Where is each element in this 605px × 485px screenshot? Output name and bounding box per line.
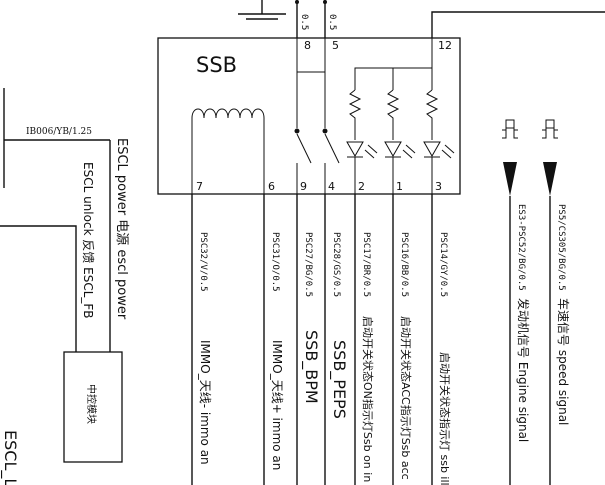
pin5-wire: 0.5 (327, 14, 337, 30)
connector-code: IB006/YB/1.25 (26, 127, 92, 137)
module-name: SSB (196, 53, 237, 77)
signal-label: 发动机信号 Engine signal (516, 298, 531, 442)
wire-code: PSC32/V/0.5 (198, 232, 208, 292)
wire-code: PSC14/GY/0.5 (438, 232, 448, 297)
resistor-icon (348, 89, 439, 140)
wire-label: SSB_PEPS (329, 340, 349, 419)
wire-label: 启动开关状态ON指示灯Ssb on in (361, 316, 375, 482)
ssb-module (157, 37, 461, 195)
signal-code: ES3-PSC52/BG/0.5 (516, 204, 526, 291)
pulse-icon (502, 119, 558, 139)
wire-label: IMMO_天线+ immo an (270, 340, 284, 470)
bottom-pin: 7 (196, 180, 203, 193)
top-pin-8: 8 (304, 39, 311, 52)
wire-label: 启动开关状态ACC指示灯Ssb acc (399, 316, 413, 480)
module-label: 中控模块 (85, 384, 98, 424)
wire-code: PSC28/GS/0.5 (331, 232, 341, 297)
switch-icon (294, 128, 340, 194)
wire-label: 启动开关状态指示灯 ssb ill (438, 352, 452, 485)
escl-unlock-label: ESCL unlock 反馈 ESCL_FB (81, 162, 95, 319)
bottom-pin: 3 (435, 180, 442, 193)
bottom-pin: 6 (268, 180, 275, 193)
escl-power-label: ESCL power 电源 escl power (114, 138, 129, 320)
signal-code: PS5/CS305/BG/0.5 (556, 204, 566, 291)
bottom-pin: 9 (300, 180, 307, 193)
bottom-pin: 2 (358, 180, 365, 193)
wire-code: PSC31/O/0.5 (270, 232, 280, 292)
wire-code: PSC17/BR/0.5 (361, 232, 371, 297)
bottom-pin: 4 (328, 180, 335, 193)
top-pin-5: 5 (332, 39, 339, 52)
pin8-wire: 0.5 (299, 14, 309, 30)
coil-icon (191, 108, 265, 194)
bottom-pin: 1 (396, 180, 403, 193)
arrow-down-icon (503, 162, 557, 196)
led-icon (346, 141, 455, 194)
wire-label: SSB_BPM (301, 330, 321, 404)
top-pin-12: 12 (438, 39, 452, 52)
wire-label: IMMO_天线- immo an (198, 340, 212, 465)
wire-code: PSC16/BB/0.5 (399, 232, 409, 297)
ground-icon (238, 0, 286, 20)
escl-lk-label: ESCL_Lk (0, 430, 20, 485)
signal-label: 车速信号 speed signal (556, 298, 571, 425)
central-control-module (63, 351, 123, 463)
wire-code: PSC27/BG/0.5 (303, 232, 313, 297)
